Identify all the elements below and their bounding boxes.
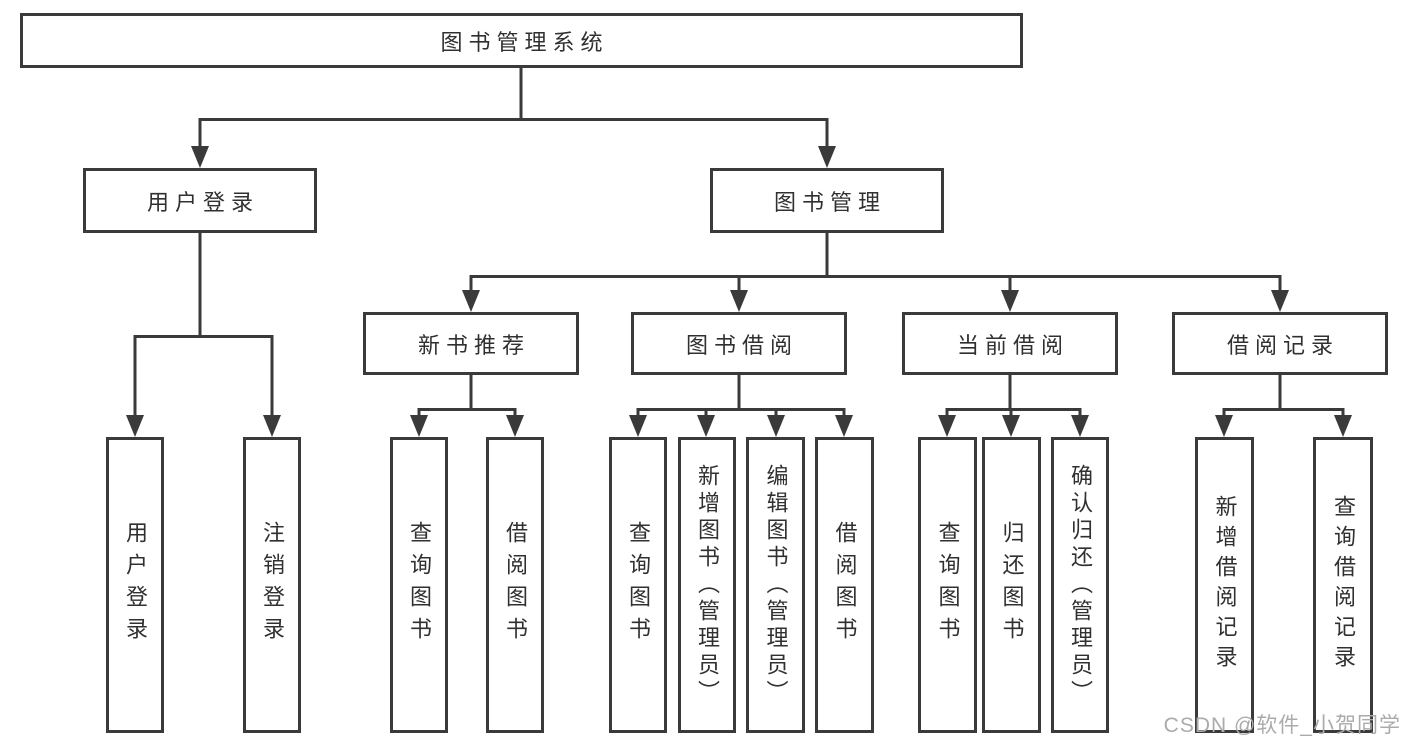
node-book-management-label: 图书管理 bbox=[773, 189, 886, 215]
leaf-confirm-return-admin: 确认归还（管理员） bbox=[1051, 437, 1109, 733]
node-new-book-recommendation: 新书推荐 bbox=[363, 312, 579, 375]
leaf-logout: 注销登录 bbox=[243, 437, 301, 733]
node-current-borrowing-label: 当前借阅 bbox=[956, 332, 1069, 358]
leaf-borrow-books-recommend-label: 借阅图书 bbox=[503, 521, 528, 649]
node-book-borrowing-label: 图书借阅 bbox=[685, 332, 798, 358]
node-book-borrowing: 图书借阅 bbox=[631, 312, 847, 375]
leaf-confirm-return-admin-label: 确认归还（管理员） bbox=[1068, 463, 1093, 707]
leaf-logout-label: 注销登录 bbox=[260, 521, 285, 649]
leaf-query-borrow-record-label: 查询借阅记录 bbox=[1331, 495, 1356, 675]
node-root-label: 图书管理系统 bbox=[440, 29, 609, 55]
node-borrowing-records-label: 借阅记录 bbox=[1226, 332, 1339, 358]
leaf-edit-books-admin-label: 编辑图书（管理员） bbox=[763, 463, 789, 707]
leaf-edit-books-admin: 编辑图书（管理员） bbox=[746, 437, 805, 733]
leaf-add-books-admin: 新增图书（管理员） bbox=[678, 437, 736, 733]
leaf-query-books-borrowing: 查询图书 bbox=[609, 437, 667, 733]
leaf-add-books-admin-label: 新增图书（管理员） bbox=[695, 463, 720, 707]
node-book-management: 图书管理 bbox=[710, 168, 944, 233]
leaf-add-borrow-record-label: 新增借阅记录 bbox=[1212, 495, 1238, 675]
leaf-query-books-recommend-label: 查询图书 bbox=[407, 521, 432, 649]
leaf-borrow-books-recommend: 借阅图书 bbox=[486, 437, 544, 733]
leaf-user-login-label: 用户登录 bbox=[123, 521, 148, 649]
leaf-query-books-current-label: 查询图书 bbox=[935, 521, 961, 649]
leaf-query-books-current: 查询图书 bbox=[918, 437, 977, 733]
leaf-add-borrow-record: 新增借阅记录 bbox=[1195, 437, 1254, 733]
leaf-return-books-label: 归还图书 bbox=[999, 521, 1025, 649]
leaf-return-books: 归还图书 bbox=[982, 437, 1041, 733]
node-borrowing-records: 借阅记录 bbox=[1172, 312, 1388, 375]
leaf-user-login: 用户登录 bbox=[106, 437, 164, 733]
node-current-borrowing: 当前借阅 bbox=[902, 312, 1118, 375]
leaf-borrow-books: 借阅图书 bbox=[815, 437, 874, 733]
csdn-watermark: CSDN @软件_小贺同学 bbox=[1163, 714, 1401, 737]
leaf-query-books-recommend: 查询图书 bbox=[390, 437, 448, 733]
node-root: 图书管理系统 bbox=[20, 13, 1023, 68]
node-new-book-recommendation-label: 新书推荐 bbox=[417, 332, 530, 358]
leaf-query-borrow-record: 查询借阅记录 bbox=[1313, 437, 1373, 733]
leaf-query-books-borrowing-label: 查询图书 bbox=[626, 521, 651, 649]
node-user-login-label: 用户登录 bbox=[146, 189, 259, 215]
node-user-login: 用户登录 bbox=[83, 168, 317, 233]
leaf-borrow-books-label: 借阅图书 bbox=[832, 521, 858, 649]
